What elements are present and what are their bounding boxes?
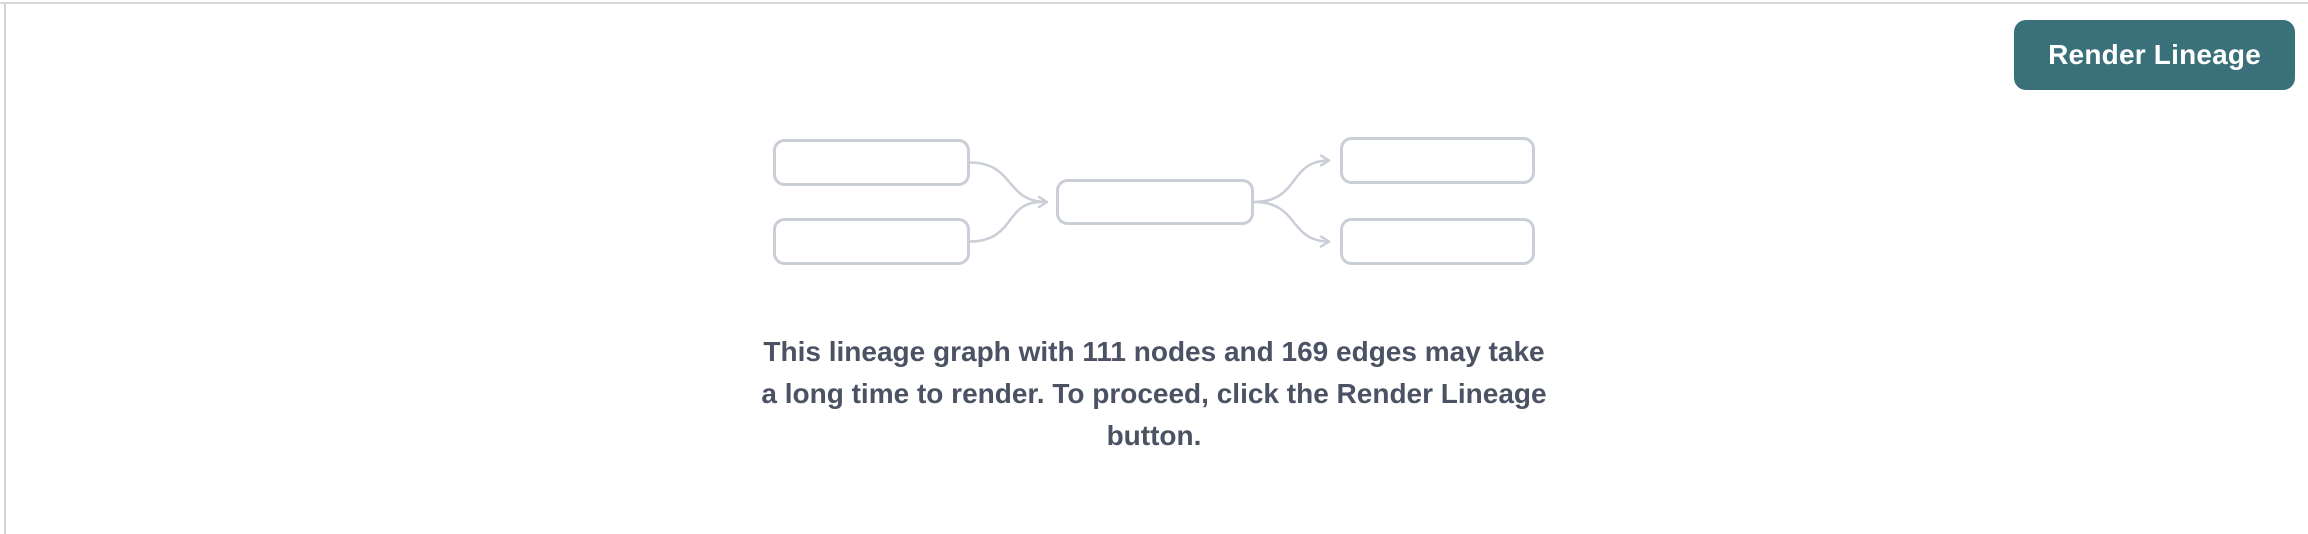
graph-edge <box>968 161 1047 203</box>
graph-node-box <box>1056 179 1254 225</box>
graph-node-box <box>1340 137 1535 184</box>
message-line: a long time to render. To proceed, click… <box>761 378 1547 409</box>
panel-top-border <box>0 2 2308 4</box>
lineage-graph-icon <box>773 137 1535 265</box>
graph-edge <box>1253 161 1329 204</box>
panel-left-border <box>4 2 6 534</box>
message-line: This lineage graph with 111 nodes and 16… <box>763 336 1545 367</box>
graph-edge <box>968 200 1042 243</box>
lineage-graph-illustration <box>773 137 1535 267</box>
render-warning-message: This lineage graph with 111 nodes and 16… <box>0 331 2308 457</box>
message-line: button. <box>1106 420 1202 451</box>
graph-node-box <box>1340 218 1535 265</box>
render-lineage-button[interactable]: Render Lineage <box>2014 20 2295 90</box>
graph-node-box <box>773 218 970 265</box>
graph-node-box <box>773 139 970 186</box>
graph-edge <box>1253 200 1329 242</box>
